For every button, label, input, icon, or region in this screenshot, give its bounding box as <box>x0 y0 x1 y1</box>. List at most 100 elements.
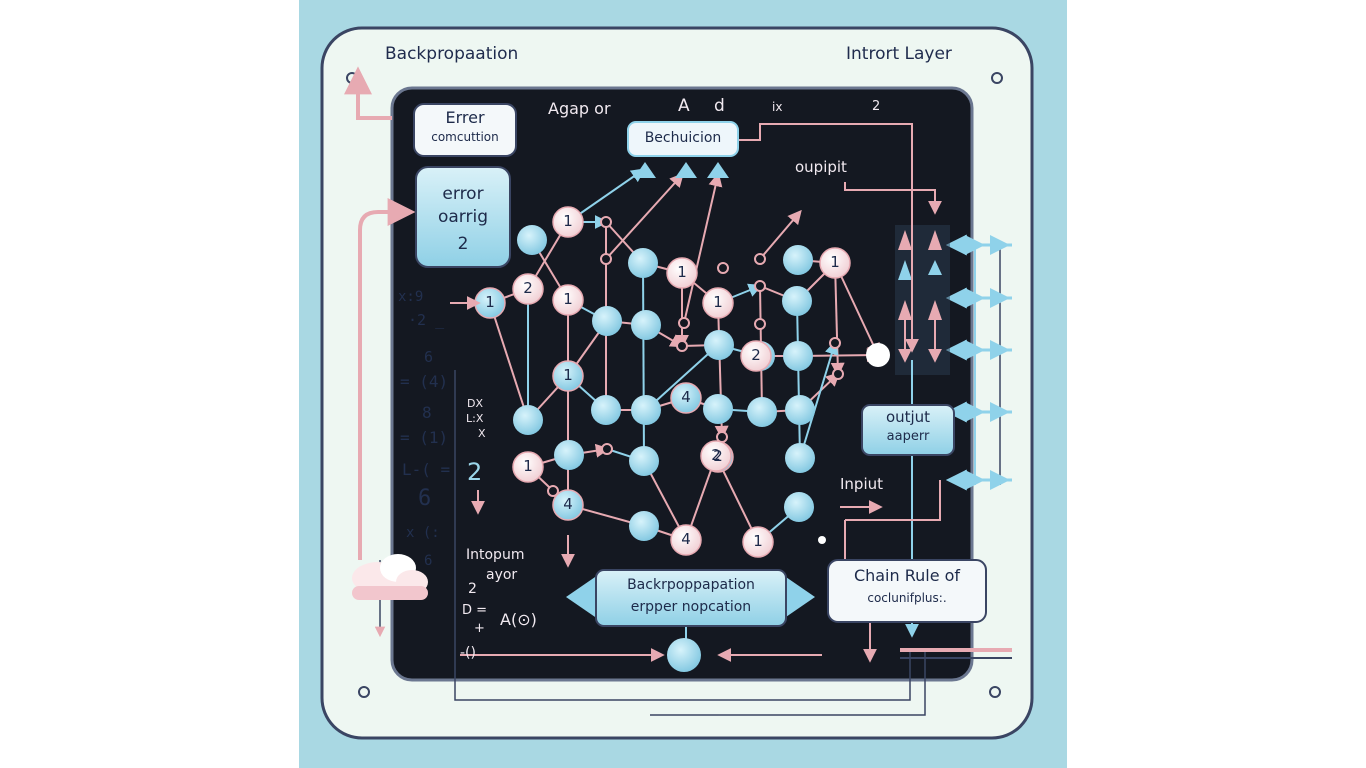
banner-line2: erpper nopcation <box>630 599 752 615</box>
numbered-node <box>702 287 734 319</box>
node-number: 1 <box>563 290 573 308</box>
small-node <box>818 536 826 544</box>
neuron-node <box>513 405 543 435</box>
numbered-node <box>552 489 584 521</box>
bechuicion-label: Bechuicion <box>644 130 722 146</box>
node-number: 1 <box>485 293 495 311</box>
numbered-node <box>552 206 584 238</box>
junction-dot <box>754 280 766 292</box>
note-lcomp: L-( = <box>402 460 451 479</box>
junction-dot <box>600 216 612 228</box>
note-two-blue: 2 <box>467 458 483 486</box>
screw-icon <box>991 72 1003 84</box>
neuron-node <box>631 395 661 425</box>
neuron-node <box>783 245 813 275</box>
numbered-node <box>666 257 698 289</box>
neuron-node <box>629 446 659 476</box>
neuron-node <box>782 286 812 316</box>
network-edge <box>759 209 802 260</box>
error-oarrig-line3: 2 <box>457 234 469 254</box>
neuron-node <box>517 225 547 255</box>
note-dx: DX <box>467 397 484 410</box>
up-chevron-icons <box>634 162 729 178</box>
output-aaperr-box <box>861 404 955 456</box>
two-top-label: 2 <box>872 99 881 114</box>
node-number: 2 <box>523 279 533 297</box>
neuron-node <box>628 248 658 278</box>
note-xsub: x (: <box>406 525 440 541</box>
note-n2: ·2 _ <box>408 311 445 329</box>
network-edge <box>645 343 721 411</box>
node-number: 1 <box>753 532 763 550</box>
error-oarrig-line2: oarrig <box>437 207 488 227</box>
node-number: 2 <box>713 447 723 465</box>
network-edge <box>489 302 532 423</box>
note-plus: + <box>474 621 485 636</box>
numbered-node <box>700 440 732 472</box>
screw-icon <box>989 686 1001 698</box>
banner-line1: Backrpoppapation <box>627 577 755 593</box>
chain-rule-line1: Chain Rule of <box>853 566 961 585</box>
network-edge <box>636 262 651 464</box>
numbered-node <box>742 526 774 558</box>
junction-dot <box>676 340 688 352</box>
d-label: d <box>714 96 725 116</box>
note-eq1: = (1) <box>400 428 449 447</box>
neuron-node <box>591 395 621 425</box>
numbered-node <box>512 451 544 483</box>
title-left: Backpropaation <box>385 44 519 64</box>
note-ix2: X <box>478 427 486 440</box>
neuron-node <box>592 306 622 336</box>
screw-icon <box>358 686 370 698</box>
error-oarrig-box <box>415 166 511 268</box>
cloud-icon <box>352 554 428 600</box>
junction-dot <box>717 262 729 274</box>
network-nodes <box>474 206 851 558</box>
node-number: 2 <box>711 446 721 464</box>
node-number: 4 <box>563 495 573 513</box>
bottom-node <box>667 638 701 672</box>
junction-dot <box>600 253 612 265</box>
neuron-node <box>747 397 777 427</box>
junction-dot <box>601 443 613 455</box>
node-number: 1 <box>713 293 723 311</box>
note-x9: x:9 <box>398 289 424 305</box>
neuron-node <box>785 443 815 473</box>
ix-label: ix <box>772 100 783 114</box>
note-six-a: 6 <box>424 348 434 366</box>
ayor-label: ayor <box>486 567 518 583</box>
numbered-node <box>670 382 702 414</box>
glow-emitters <box>895 225 950 375</box>
neuron-node <box>785 395 815 425</box>
numbered-node <box>512 273 544 305</box>
junction-dot <box>678 317 690 329</box>
error-oarrig-line1: error <box>442 184 484 204</box>
network-edge <box>683 172 723 324</box>
numbered-node <box>552 284 584 316</box>
note-lix: L:X <box>466 412 484 425</box>
node-number: 4 <box>681 530 691 548</box>
network-edge <box>605 172 684 260</box>
error-computation-box <box>413 103 517 157</box>
output-aaperr-line1: outjut <box>885 408 931 426</box>
oupipit-label: oupipit <box>795 158 847 176</box>
junction-dot <box>832 368 844 380</box>
title-right: Intrort Layer <box>846 44 952 64</box>
node-number: 1 <box>523 457 533 475</box>
note-eight: 8 <box>422 403 432 422</box>
numbered-node <box>552 360 584 392</box>
note-six-c: 6 <box>424 553 433 569</box>
a-label: A <box>678 96 690 116</box>
chain-rule-box <box>827 559 987 623</box>
neuron-node <box>554 440 584 470</box>
neuron-node <box>631 310 661 340</box>
node-number: 4 <box>681 388 691 406</box>
numbered-node <box>670 524 702 556</box>
output-aaperr-line2: aaperr <box>886 429 930 444</box>
note-paren: -() <box>460 645 476 661</box>
agap-label: Agap or <box>548 99 611 118</box>
neuron-node <box>629 511 659 541</box>
numbered-node <box>740 340 772 372</box>
junction-dot <box>547 485 559 497</box>
